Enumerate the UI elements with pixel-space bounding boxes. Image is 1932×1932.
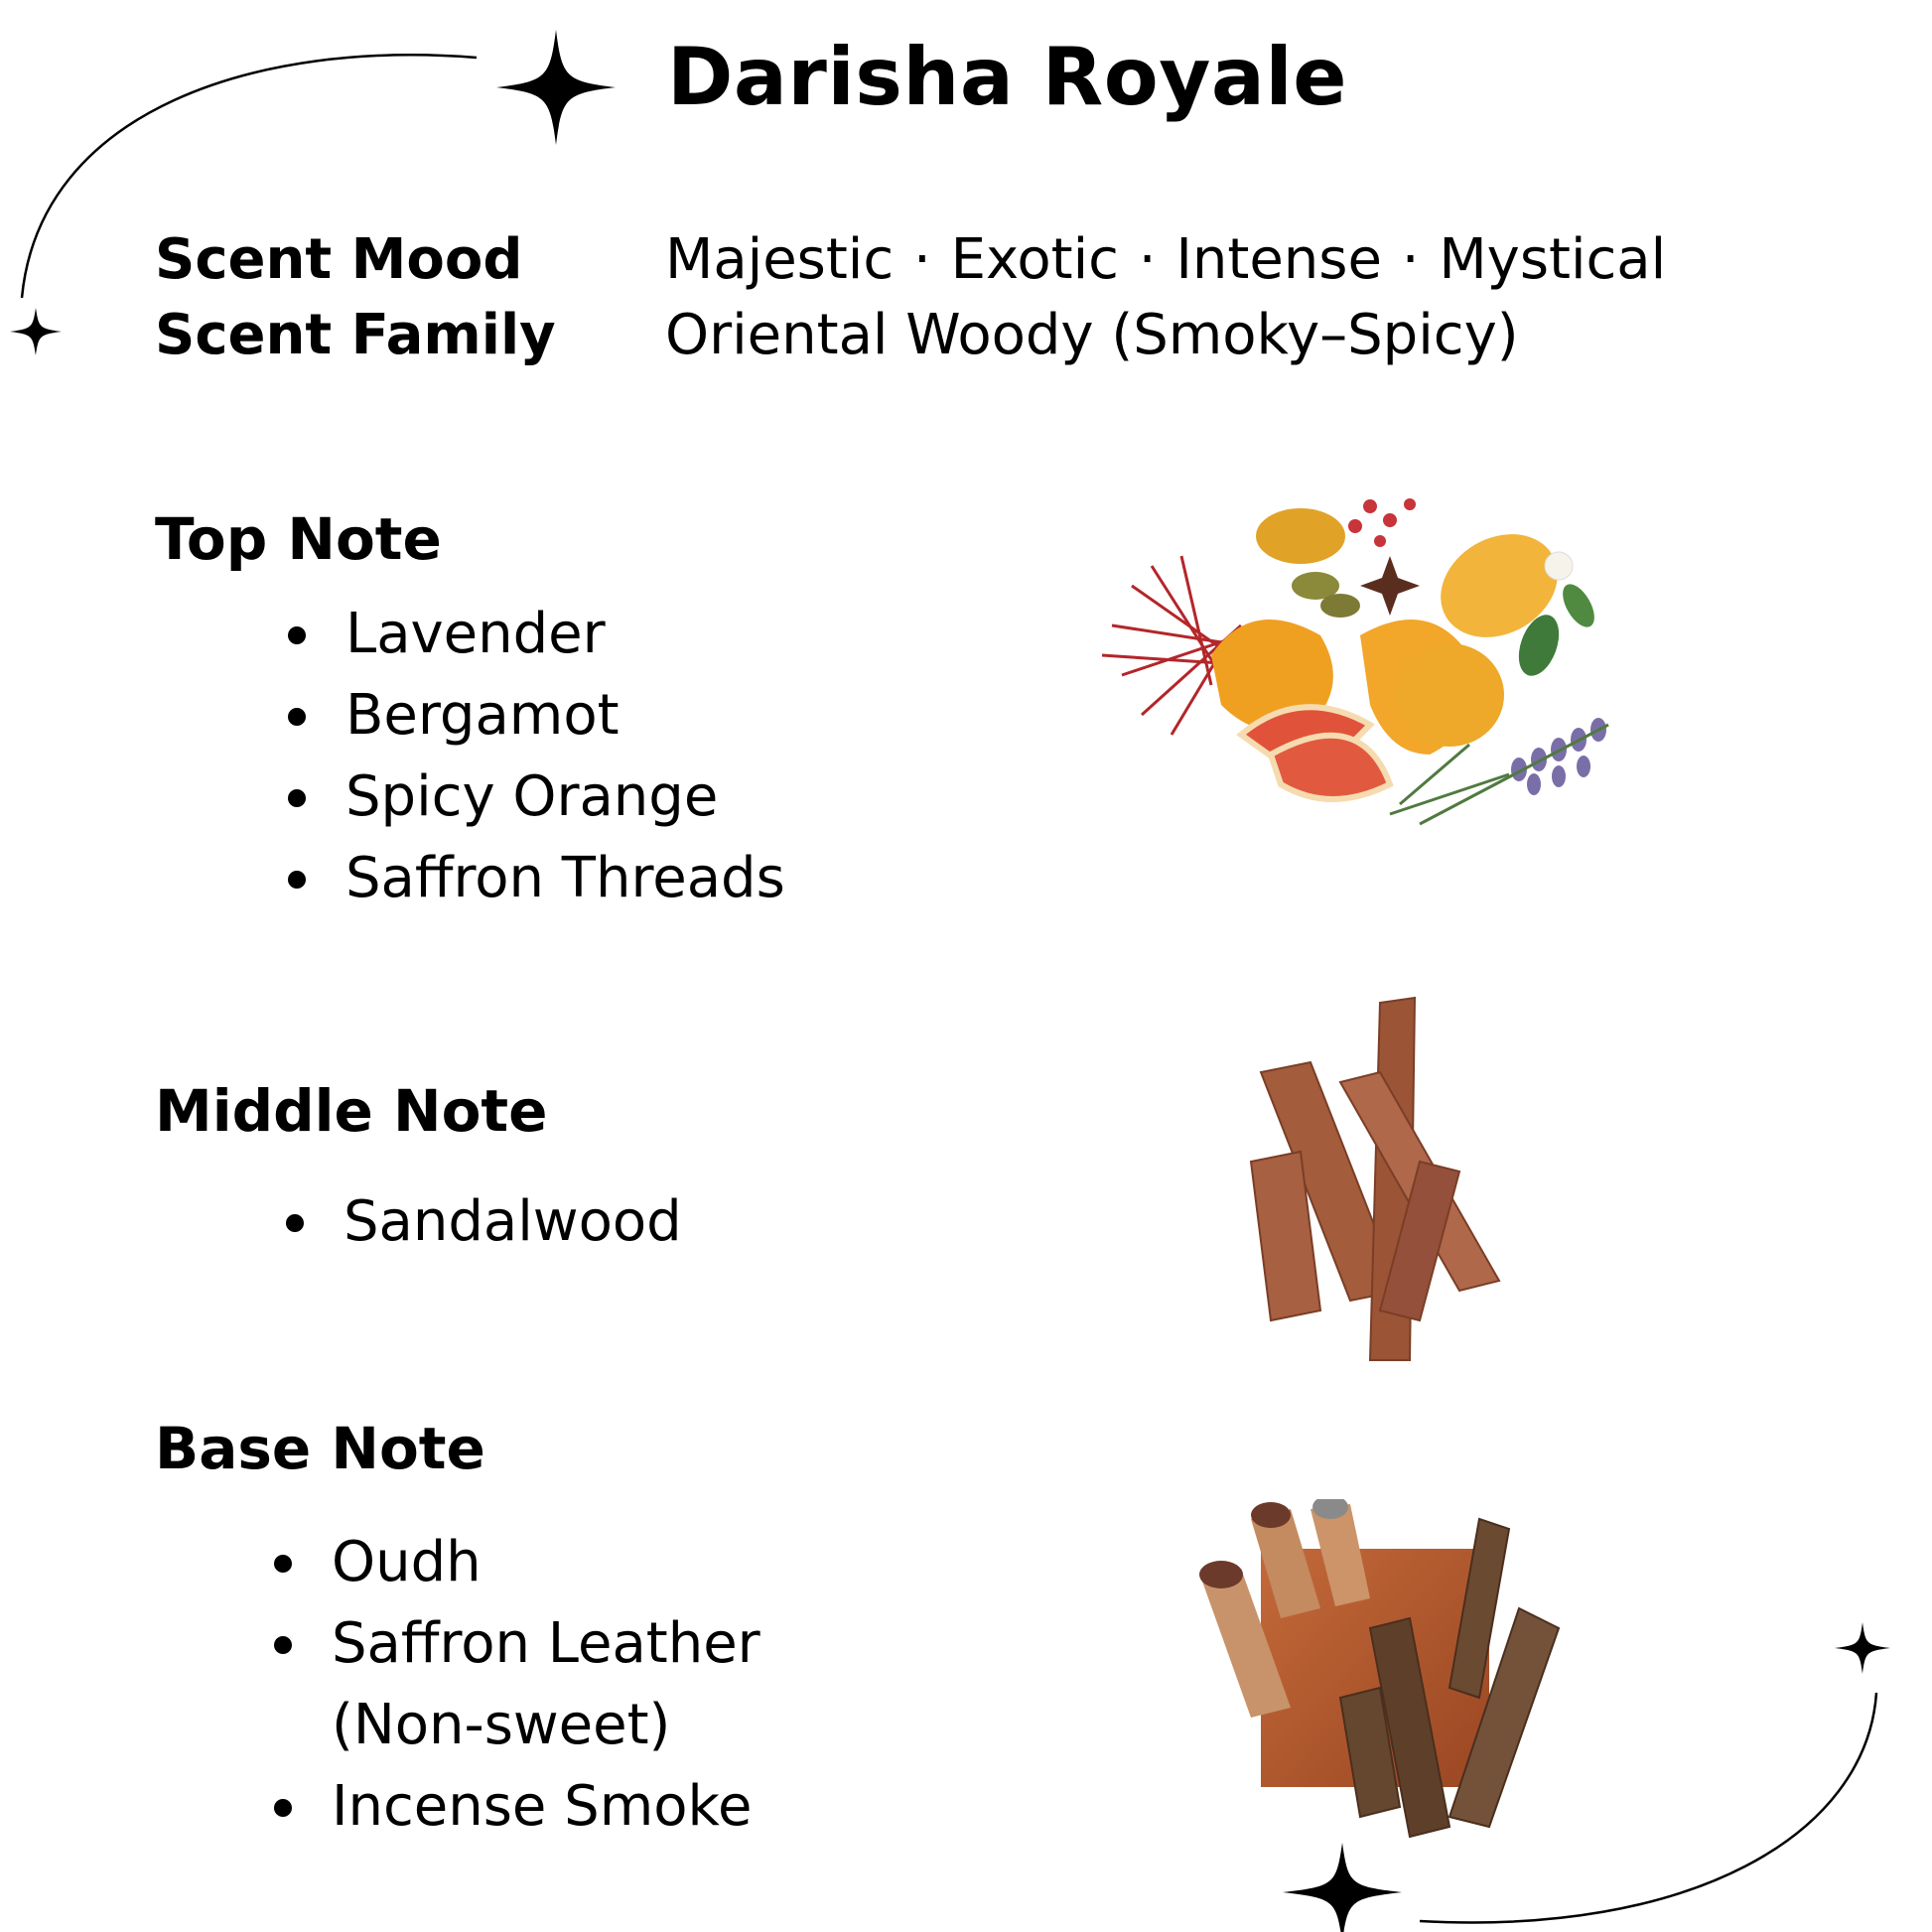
list-item-continuation: (Non-sweet) <box>274 1685 760 1766</box>
scent-mood-values: Majestic · Exotic · Intense · Mystical <box>665 232 1666 288</box>
list-item: Lavender <box>288 594 785 675</box>
four-point-star-icon <box>1283 1843 1402 1932</box>
note-text: Saffron Leather <box>332 1611 760 1676</box>
list-item: Saffron Leather <box>274 1603 760 1685</box>
bottom-right-arc <box>1419 1692 1878 1924</box>
note-text: Sandalwood <box>344 1189 682 1254</box>
middle-note-title: Middle Note <box>155 1077 548 1145</box>
scent-family-value: Oriental Woody (Smoky–Spicy) <box>665 303 1519 367</box>
citrus-spices-illustration <box>1101 498 1609 826</box>
list-item: Bergamot <box>288 675 785 757</box>
top-note-title: Top Note <box>155 505 442 573</box>
list-item: Oudh <box>274 1522 760 1603</box>
bullet-icon <box>274 1555 292 1573</box>
base-note-title: Base Note <box>155 1415 485 1482</box>
note-text: Spicy Orange <box>345 764 719 829</box>
four-point-star-icon <box>10 308 62 355</box>
top-note-list: Lavender Bergamot Spicy Orange Saffron T… <box>288 594 785 919</box>
bullet-icon <box>288 789 306 807</box>
scent-family-label: Scent Family <box>155 303 556 367</box>
bullet-icon <box>274 1636 292 1654</box>
note-text: Lavender <box>345 602 606 666</box>
bullet-icon <box>274 1799 292 1817</box>
middle-note-list: Sandalwood <box>286 1181 682 1263</box>
note-text: Oudh <box>332 1530 482 1594</box>
mood-value: Exotic <box>950 227 1119 292</box>
note-text: Incense Smoke <box>332 1774 753 1839</box>
mood-separator: · <box>912 227 931 292</box>
oud-incense-leather-illustration <box>1199 1499 1561 1839</box>
note-text: Saffron Threads <box>345 846 785 910</box>
note-text: (Non-sweet) <box>332 1693 671 1757</box>
mood-value: Intense <box>1175 227 1382 292</box>
top-left-arc <box>20 54 478 299</box>
list-item: Spicy Orange <box>288 757 785 838</box>
scent-mood-label: Scent Mood <box>155 227 523 292</box>
page-title: Darisha Royale <box>667 31 1348 123</box>
mood-value: Majestic <box>665 227 895 292</box>
bullet-icon <box>288 626 306 644</box>
bullet-icon <box>288 708 306 726</box>
list-item: Saffron Threads <box>288 838 785 919</box>
mood-value: Mystical <box>1439 227 1667 292</box>
four-point-star-icon <box>1835 1622 1890 1674</box>
list-item: Incense Smoke <box>274 1766 760 1848</box>
mood-separator: · <box>1138 227 1157 292</box>
note-text: Bergamot <box>345 683 620 748</box>
four-point-star-icon <box>496 30 616 145</box>
list-item: Sandalwood <box>286 1181 682 1263</box>
mood-separator: · <box>1401 227 1420 292</box>
bullet-icon <box>286 1214 304 1232</box>
sandalwood-sticks-illustration <box>1249 996 1501 1361</box>
base-note-list: Oudh Saffron Leather (Non-sweet) Incense… <box>274 1522 760 1848</box>
bullet-icon <box>288 871 306 889</box>
